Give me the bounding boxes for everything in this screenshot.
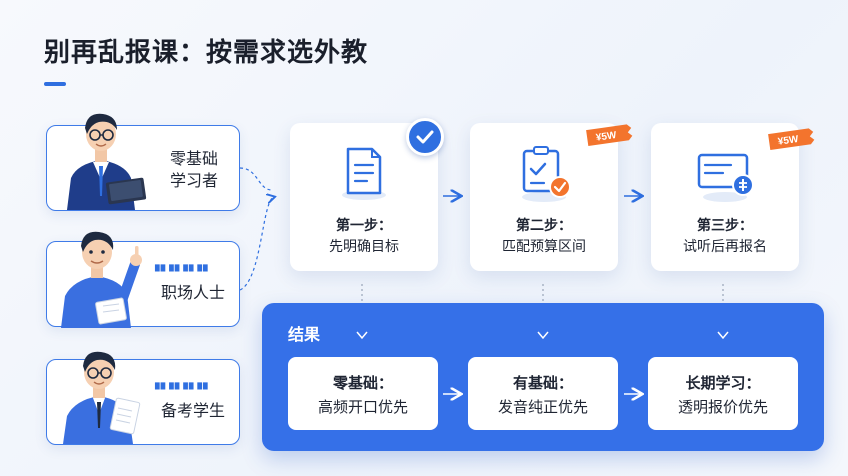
result-card-title: 有基础： — [512, 374, 573, 392]
document-icon — [342, 147, 386, 200]
price-tag-text: ¥5W — [777, 134, 799, 148]
persona-card-student: ██ ██ ██ ██ 备考学生 — [46, 351, 240, 445]
persona-label: 职场人士 — [160, 283, 225, 302]
price-tag-icon: ¥5W — [768, 128, 815, 150]
check-icon — [406, 118, 444, 156]
step-desc: 先明确目标 — [329, 239, 399, 255]
checklist-icon — [522, 146, 571, 202]
step-title: 第二步： — [516, 218, 572, 234]
persona-tag-text: ██ ██ ██ ██ — [155, 265, 209, 272]
step-title: 第三步： — [697, 218, 753, 234]
result-card-desc: 发音纯正优先 — [497, 398, 588, 416]
result-card-desc: 高频开口优先 — [317, 398, 408, 416]
student-clipboard-avatar — [63, 351, 141, 444]
result-card-desc: 透明报价优先 — [677, 398, 768, 416]
price-tag-text: ¥5W — [595, 130, 617, 144]
step-card-2: 第二步： 匹配预算区间 — [470, 123, 618, 271]
persona-tag-text: ██ ██ ██ ██ — [155, 383, 209, 390]
persona-card-professional: ██ ██ ██ ██ 职场人士 — [46, 231, 240, 328]
price-tag-icon: ¥5W — [586, 124, 633, 146]
result-card-beginner: 零基础： 高频开口优先 — [288, 357, 438, 430]
title-underline — [44, 82, 66, 86]
result-card-intermediate: 有基础： 发音纯正优先 — [468, 357, 618, 430]
result-card-title: 长期学习： — [685, 374, 761, 392]
professional-pointing-avatar — [61, 231, 142, 328]
result-label: 结果 — [288, 325, 321, 344]
payment-card-icon — [697, 153, 754, 202]
persona-label: 备考学生 — [160, 401, 225, 420]
result-card-title: 零基础： — [332, 374, 393, 392]
page-title: 别再乱报课：按需求选外教 — [44, 38, 369, 68]
step-title: 第一步： — [336, 218, 392, 234]
step-desc: 匹配预算区间 — [502, 239, 586, 255]
persona-card-beginner: 零基础 学习者 — [46, 113, 240, 211]
result-card-longterm: 长期学习： 透明报价优先 — [648, 357, 798, 430]
businessman-laptop-avatar — [67, 113, 147, 210]
persona-label-line2: 学习者 — [169, 171, 218, 190]
step-desc: 试听后再报名 — [683, 239, 767, 255]
persona-label-line1: 零基础 — [169, 149, 218, 168]
